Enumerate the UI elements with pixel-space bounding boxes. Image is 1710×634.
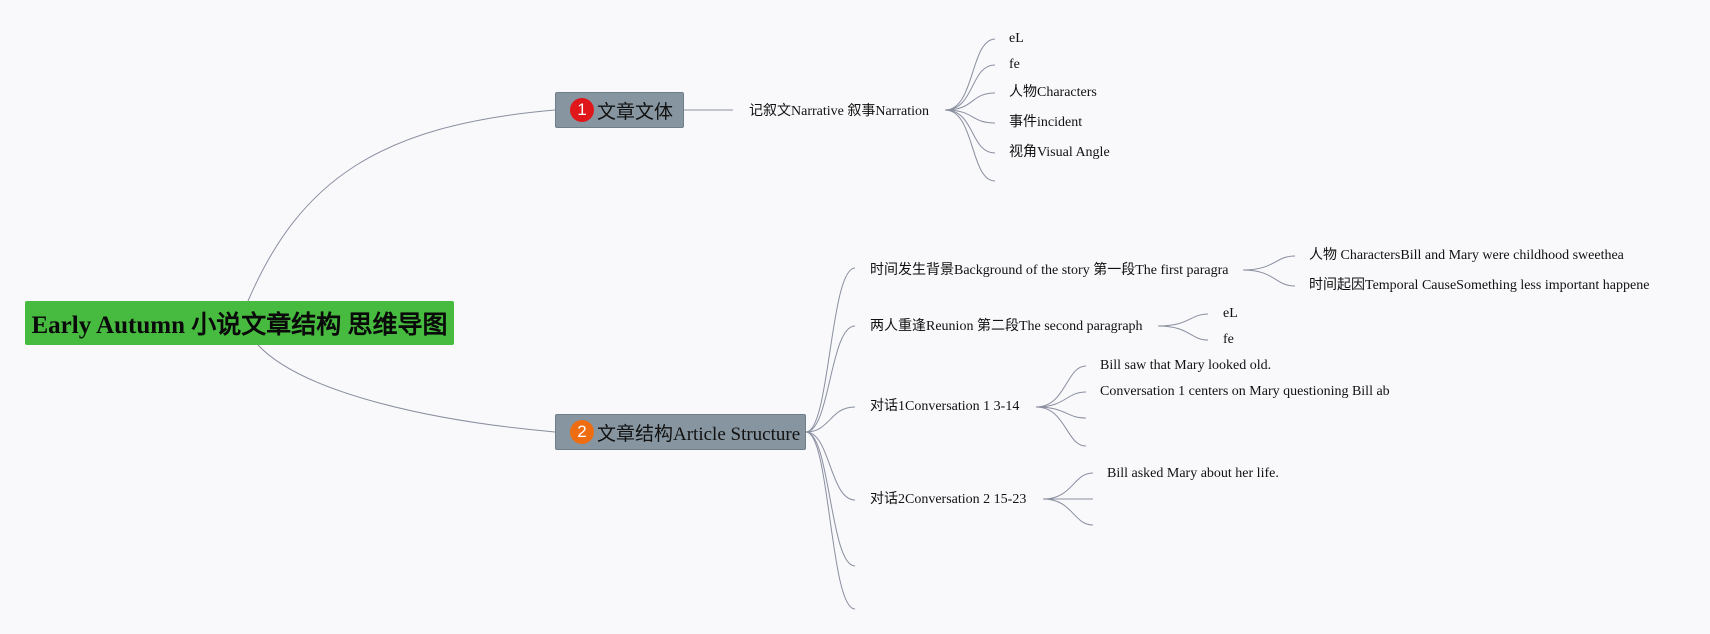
connector-line <box>944 109 996 124</box>
priority-2-icon: 2 <box>570 420 594 444</box>
connector-line <box>257 344 556 433</box>
leaf-node[interactable]: 人物Characters <box>1009 85 1097 100</box>
connector-line <box>805 431 856 501</box>
leaf-node[interactable]: 人物 CharactersBill and Mary were childhoo… <box>1309 248 1624 263</box>
connector-line <box>944 109 996 182</box>
connector-line <box>805 431 856 610</box>
subtopic-reunion[interactable]: 两人重逢Reunion 第二段The second paragraph <box>870 319 1143 334</box>
connector-line <box>1042 472 1094 500</box>
topic-label: 文章结构Article Structure <box>597 423 801 445</box>
subtopic-narrative[interactable]: 记叙文Narrative 叙事Narration <box>749 104 929 119</box>
connector-line <box>944 38 996 111</box>
leaf-node[interactable]: fe <box>1009 57 1020 72</box>
leaf-node[interactable]: Bill asked Mary about her life. <box>1107 466 1279 481</box>
connector-line <box>1242 269 1296 287</box>
connector-line <box>805 431 856 567</box>
connector-line <box>1157 313 1209 327</box>
subtopic-conversation-1[interactable]: 对话1Conversation 1 3-14 <box>870 399 1020 414</box>
connector-line <box>805 325 856 433</box>
leaf-node[interactable]: 视角Visual Angle <box>1009 145 1110 160</box>
connector-line <box>247 109 556 302</box>
connector-line <box>1035 406 1087 447</box>
leaf-node[interactable]: Conversation 1 centers on Mary questioni… <box>1100 384 1390 399</box>
root-topic[interactable]: Early Autumn 小说文章结构 思维导图 <box>25 301 454 345</box>
leaf-node[interactable]: 时间起因Temporal CauseSomething less importa… <box>1309 278 1650 293</box>
connector-line <box>944 64 996 111</box>
connector-line <box>1042 498 1094 526</box>
leaf-node[interactable]: 事件incident <box>1009 115 1083 130</box>
connector-line <box>1157 325 1209 341</box>
connector-line <box>805 406 856 433</box>
connector-line <box>1035 365 1087 408</box>
topic-article-structure[interactable]: 2 文章结构Article Structure <box>555 414 806 450</box>
priority-1-icon: 1 <box>570 98 594 122</box>
subtopic-background[interactable]: 时间发生背景Background of the story 第一段The fir… <box>870 263 1229 278</box>
subtopic-conversation-2[interactable]: 对话2Conversation 2 15-23 <box>870 492 1027 507</box>
connector-line <box>1242 255 1296 271</box>
leaf-node[interactable]: Bill saw that Mary looked old. <box>1100 358 1272 373</box>
connector-line <box>805 267 856 433</box>
leaf-node[interactable]: fe <box>1223 332 1234 347</box>
leaf-node[interactable]: eL <box>1009 31 1024 46</box>
connector-line <box>1035 406 1087 419</box>
connector-line <box>944 92 996 111</box>
leaf-node[interactable]: eL <box>1223 306 1238 321</box>
topic-article-genre[interactable]: 1 文章文体 <box>555 92 684 128</box>
connector-line <box>944 109 996 154</box>
topic-label: 文章文体 <box>597 101 674 123</box>
connector-line <box>1035 391 1087 408</box>
